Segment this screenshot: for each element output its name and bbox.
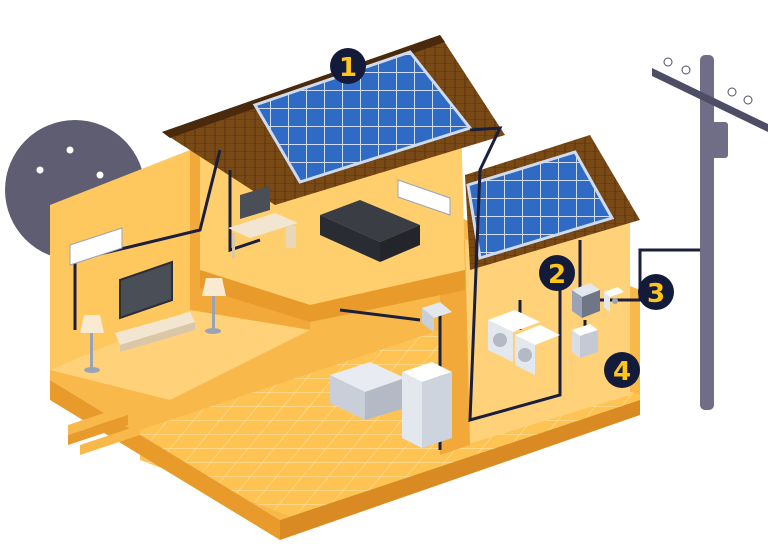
svg-text:3: 3	[647, 279, 665, 309]
lamp-icon	[80, 315, 104, 373]
breaker-box-icon	[572, 324, 598, 358]
svg-text:4: 4	[613, 357, 631, 387]
tv-icon	[119, 260, 173, 320]
refrigerator-icon	[402, 362, 452, 448]
tv-stand	[115, 312, 195, 352]
washing-machine-icon	[488, 310, 540, 362]
air-conditioner-icon	[397, 179, 451, 216]
marker-2: 2	[539, 255, 575, 291]
marker-4: 4	[604, 352, 640, 388]
washing-machine-icon	[515, 325, 560, 375]
meter-icon	[604, 287, 624, 312]
desk-icon	[228, 186, 298, 258]
svg-text:2: 2	[548, 260, 566, 290]
marker-3: 3	[638, 274, 674, 310]
air-conditioner-icon	[69, 227, 123, 266]
svg-text:1: 1	[339, 53, 357, 83]
inverter-icon	[572, 283, 600, 318]
lamp-icon	[202, 278, 226, 334]
bed-icon	[320, 200, 420, 262]
marker-1: 1	[330, 48, 366, 84]
utility-pole-icon	[652, 55, 768, 410]
annex-roof	[465, 135, 640, 270]
breaker-box-icon	[422, 302, 452, 333]
stove-icon	[330, 362, 405, 420]
